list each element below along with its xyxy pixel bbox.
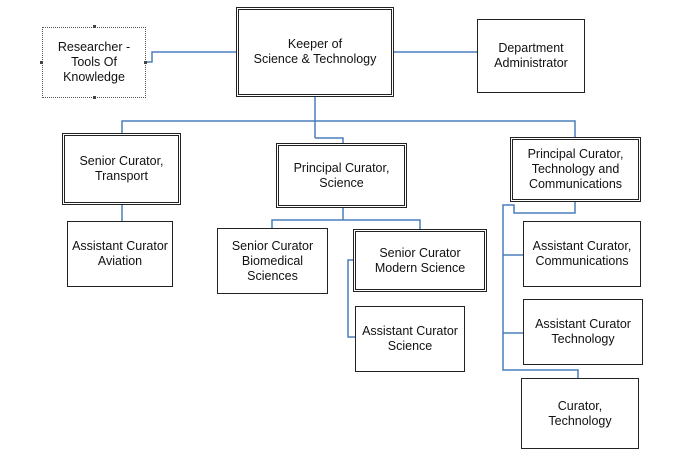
node-principal-curator-science-label: Principal Curator, Science — [293, 160, 390, 190]
node-senior-curator-biomedical-label: Senior Curator Biomedical Sciences — [231, 238, 314, 283]
connector-tech-children — [502, 202, 579, 378]
node-assistant-curator-technology-label: Assistant Curator Technology — [535, 317, 631, 346]
node-principal-curator-tech: Principal Curator, Technology and Commun… — [510, 137, 641, 202]
node-keeper: Keeper of Science & Technology — [236, 7, 394, 97]
node-researcher: Researcher - Tools Of Knowledge — [42, 27, 146, 98]
connector-keeper-researcher — [146, 51, 238, 63]
node-principal-curator-tech-label: Principal Curator, Technology and Commun… — [527, 147, 624, 191]
connector-keeper-children — [121, 96, 576, 143]
node-assistant-curator-science: Assistant Curator Science — [355, 306, 465, 372]
node-assistant-curator-aviation: Assistant Curator Aviation — [67, 221, 173, 287]
node-assistant-curator-communications: Assistant Curator, Communications — [523, 221, 641, 287]
node-dept-admin-label: Department Administrator — [494, 41, 568, 70]
node-researcher-label: Researcher - Tools Of Knowledge — [57, 40, 131, 84]
selection-handle[interactable] — [93, 96, 96, 99]
node-assistant-curator-technology: Assistant Curator Technology — [523, 299, 643, 365]
selection-handle[interactable] — [144, 61, 147, 64]
node-assistant-curator-science-label: Assistant Curator Science — [362, 324, 458, 353]
node-curator-technology: Curator, Technology — [521, 378, 639, 449]
selection-handle[interactable] — [93, 25, 96, 28]
node-dept-admin: Department Administrator — [477, 19, 585, 93]
node-assistant-curator-communications-label: Assistant Curator, Communications — [532, 239, 632, 268]
node-senior-curator-transport-label: Senior Curator, Transport — [79, 154, 164, 183]
node-senior-curator-biomedical: Senior Curator Biomedical Sciences — [217, 228, 328, 294]
selection-handle[interactable] — [40, 61, 43, 64]
node-senior-curator-modern-science-label: Senior Curator Modern Science — [374, 245, 466, 275]
connector-modern-assistant — [347, 259, 355, 338]
node-principal-curator-science: Principal Curator, Science — [276, 143, 407, 208]
node-curator-technology-label: Curator, Technology — [548, 398, 612, 428]
connector-science-children — [271, 208, 421, 229]
node-assistant-curator-aviation-label: Assistant Curator Aviation — [72, 239, 168, 268]
node-senior-curator-transport: Senior Curator, Transport — [62, 133, 181, 205]
node-senior-curator-modern-science: Senior Curator Modern Science — [353, 229, 487, 292]
node-keeper-label: Keeper of Science & Technology — [253, 37, 377, 66]
